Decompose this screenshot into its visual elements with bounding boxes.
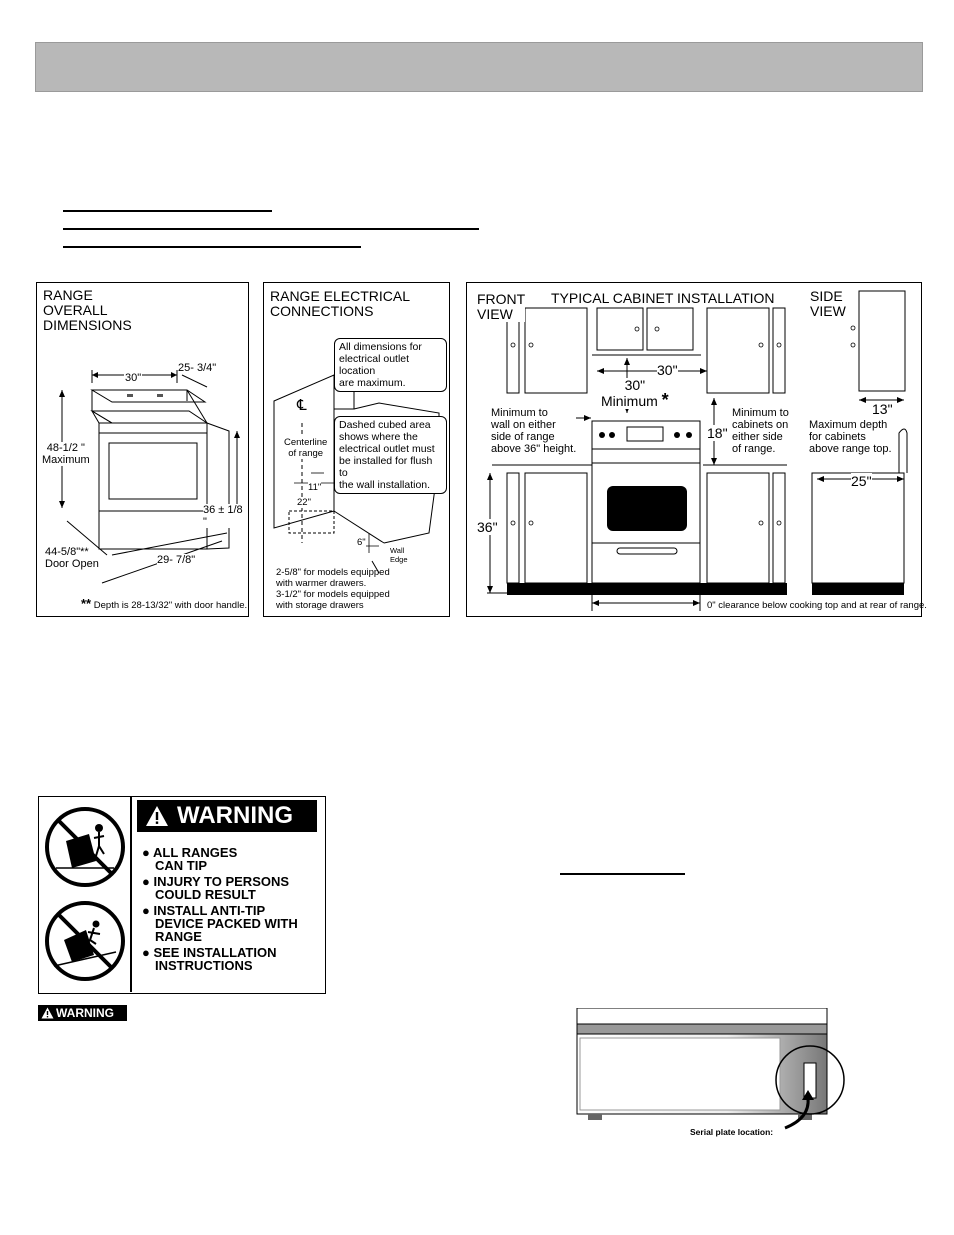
dim-depth-label: 25- 3/4" [178, 362, 217, 374]
dim-30-minimum-label: 30" Minimum * [601, 377, 669, 410]
cabinet-installation-panel: FRONT VIEW TYPICAL CABINET INSTALLATION … [466, 282, 927, 617]
warning-banner: WARNING [137, 800, 317, 832]
min-wall-note: Minimum to wall on either side of range … [491, 407, 577, 455]
wall-edge-label: Wall Edge [390, 546, 408, 564]
dim-width-label: 30" [124, 372, 143, 384]
clearance-note: 0" clearance below cooking top and at re… [707, 600, 927, 611]
underline-1 [63, 210, 272, 212]
electrical-diagram [273, 374, 440, 574]
dim-door-open-label: 44-5/8"** Door Open [45, 546, 99, 570]
dim-22-label: 22" [297, 497, 311, 508]
dim-height-label: 48-1/2 " Maximum [42, 442, 90, 466]
dim-18-label: 18" [707, 425, 728, 441]
front-view-label: FRONT VIEW [477, 291, 526, 322]
serial-plate-illustration [576, 1008, 845, 1130]
dashed-area-callout: Dashed cubed area shows where the electr… [334, 416, 447, 494]
dim-11-label: 11" [308, 482, 322, 493]
child-on-door-icon [45, 901, 125, 981]
underline-4 [560, 873, 685, 875]
panel-title: TYPICAL CABINET INSTALLATION [543, 291, 783, 306]
underline-3 [63, 246, 361, 248]
min-cabinet-note: Minimum to cabinets on either side of ra… [732, 407, 789, 455]
section-header-bar [35, 42, 923, 92]
range-tip-icon [45, 807, 125, 887]
dim-36-label: 36" [477, 519, 498, 535]
drawer-notes: 2-5/8" for models equipped with warmer d… [276, 567, 390, 611]
panel-title: RANGE ELECTRICAL CONNECTIONS [270, 288, 411, 319]
dim-30-top-label: 30" [657, 362, 678, 378]
dim-13-label: 13" [872, 401, 893, 417]
range-dimensions-panel: RANGE OVERALL DIMENSIONS [36, 282, 249, 617]
warning-badge: WARNING [38, 1005, 127, 1021]
dim-6-label: 6" [357, 537, 366, 548]
warning-triangle-icon [146, 806, 168, 826]
max-depth-note: Maximum depth for cabinets above range t… [809, 419, 892, 455]
centerline-label: Centerline of range [284, 437, 328, 459]
dim-cooktop-height-label: 36 ± 1/8 " [203, 504, 248, 528]
side-view-label: SIDE VIEW [810, 288, 846, 319]
warning-divider [130, 797, 132, 992]
centerline-symbol: ℄ [297, 397, 307, 414]
outlet-dimension-callout: All dimensions for electrical outlet loc… [334, 338, 447, 392]
underline-2 [63, 228, 479, 230]
warning-triangle-icon [41, 1007, 54, 1019]
dim-25-label: 25" [851, 473, 872, 489]
panel-title: RANGE OVERALL DIMENSIONS [43, 287, 132, 333]
electrical-connections-panel: RANGE ELECTRICAL CONNECTIONS ℄ All dimen… [263, 282, 450, 617]
serial-plate-caption: Serial plate location: [690, 1127, 774, 1137]
anti-tip-warning-label [38, 796, 326, 994]
dim-bottom-depth-label: 29- 7/8" [157, 554, 196, 566]
footnote: ** Depth is 28-13/32" with door handle. [81, 596, 248, 611]
